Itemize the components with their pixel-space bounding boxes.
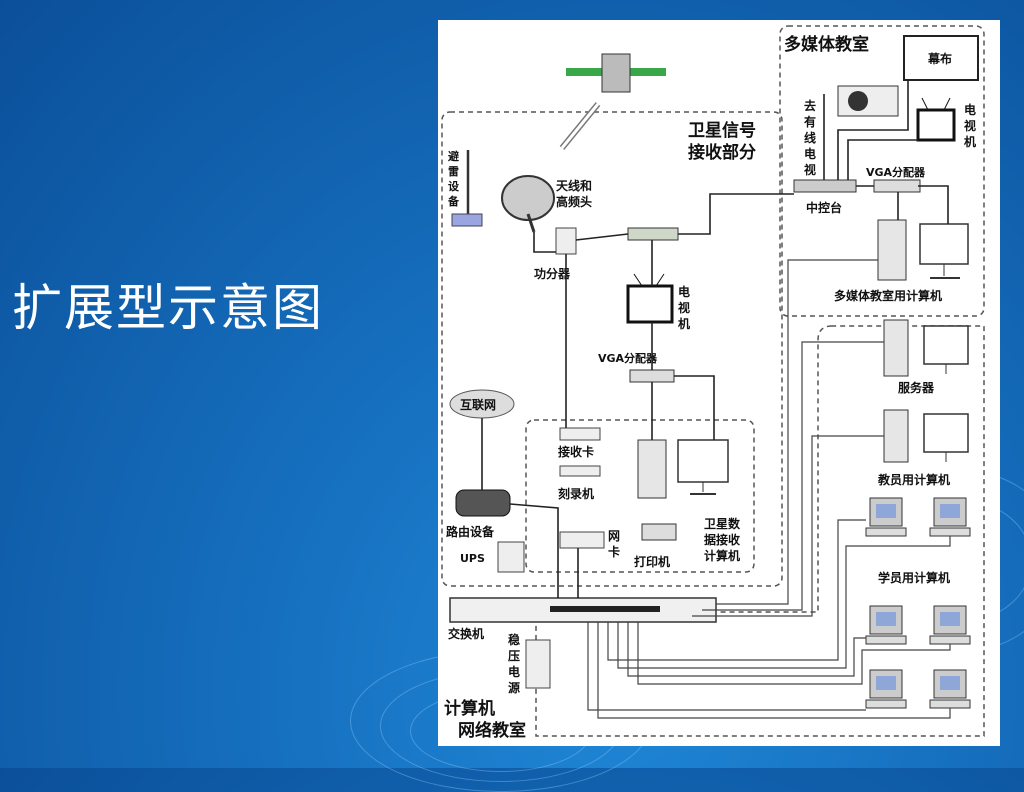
tv-top-char-1: 电: [964, 102, 976, 117]
sat-pc-label-1: 卫星数: [704, 516, 741, 531]
connection-lines: [481, 80, 951, 719]
satellite-receiver-icon: [627, 227, 679, 241]
nic-char-2: 卡: [608, 544, 620, 559]
lightning-rod-char-2: 雷: [448, 165, 459, 178]
server-label: 服务器: [898, 380, 935, 395]
router-icon: [455, 489, 511, 517]
projection-screen-icon: [903, 35, 979, 81]
voltage-stabilizer-icon: [525, 639, 551, 689]
network-switch-icon: [449, 597, 717, 623]
network-region-label-1: 计算机: [444, 698, 495, 719]
switch-label: 交换机: [448, 626, 484, 641]
student-pc-label: 学员用计算机: [878, 570, 950, 585]
satellite-region-label-1: 卫星信号: [688, 120, 756, 141]
dish-antenna-icon: [501, 175, 555, 233]
tv-mid-char-2: 视: [678, 300, 690, 315]
student-pc-icon: [929, 605, 971, 645]
cable-tv-char-2: 有: [804, 114, 816, 129]
cable-tv-char-5: 视: [804, 162, 816, 177]
stabilizer-char-1: 稳: [508, 632, 520, 647]
receiver-card-icon: [559, 427, 601, 441]
teacher-pc-tower-icon: [883, 409, 909, 463]
internet-label: 互联网: [460, 398, 496, 412]
printer-icon: [641, 523, 677, 541]
mm-pc-monitor-icon: [919, 223, 969, 279]
satellite-receiving-region: [441, 111, 783, 587]
lightning-rod-icon: [451, 150, 483, 227]
vga-mid-label: VGA分配器: [598, 351, 658, 365]
tv-mid-char-3: 机: [678, 316, 690, 331]
teacher-pc-label: 教员用计算机: [877, 472, 950, 487]
lightning-rod-char-1: 避: [448, 149, 460, 163]
cable-tv-char-4: 电: [804, 146, 816, 161]
satellite-icon: [566, 53, 666, 93]
tv-mid-char-1: 电: [678, 284, 690, 299]
tv-top-char-2: 视: [964, 118, 976, 133]
control-console-icon: [793, 179, 857, 193]
vga-top-icon: [873, 179, 921, 193]
server-monitor-icon: [923, 325, 969, 374]
ups-label: UPS: [460, 552, 485, 565]
stabilizer-char-4: 源: [508, 680, 520, 695]
lightning-rod-char-3: 设: [448, 179, 460, 193]
network-diagram-panel: 多媒体教室 卫星信号 接收部分 计算机 网络教室 避 雷 设 备 天线和 高频头…: [438, 20, 1000, 746]
projector-speaker-icon: [837, 85, 899, 117]
signal-arrow-icon: [559, 102, 601, 150]
vga-top-label: VGA分配器: [866, 165, 926, 179]
tv-top-icon: [916, 97, 956, 142]
nic-icon: [559, 531, 605, 549]
cable-tv-char-3: 线: [804, 130, 816, 145]
teacher-pc-monitor-icon: [923, 413, 969, 462]
burner-label: 刻录机: [558, 486, 594, 501]
burner-icon: [559, 465, 601, 477]
screen-label: 幕布: [927, 51, 952, 66]
student-pc-icon: [929, 497, 971, 537]
antenna-label-1: 天线和: [556, 178, 592, 193]
antenna-label-2: 高频头: [556, 194, 592, 209]
ups-icon: [497, 541, 525, 573]
mm-pc-tower-icon: [877, 219, 907, 281]
satellite-data-pc-region: [525, 419, 755, 573]
satellite-region-label-2: 接收部分: [688, 142, 756, 163]
cable-tv-char-1: 去: [804, 98, 816, 113]
mm-pc-label: 多媒体教室用计算机: [834, 288, 942, 303]
receiver-card-label: 接收卡: [558, 444, 594, 459]
multimedia-region-label: 多媒体教室: [784, 34, 869, 55]
network-region-label-2: 网络教室: [458, 720, 526, 741]
satellite-pc-monitor-icon: [677, 439, 729, 495]
satellite-pc-tower-icon: [637, 439, 667, 499]
sat-pc-label-2: 据接收: [704, 532, 740, 547]
nic-char-1: 网: [608, 529, 620, 543]
lightning-rod-char-4: 备: [447, 194, 460, 208]
splitter-icon: [555, 227, 577, 255]
vga-mid-icon: [629, 369, 675, 383]
slide-title: 扩展型示意图: [12, 279, 324, 337]
student-pc-icon: [865, 605, 907, 645]
printer-label: 打印机: [634, 554, 670, 569]
stabilizer-char-2: 压: [508, 649, 520, 663]
server-tower-icon: [883, 319, 909, 377]
student-pc-icon: [865, 497, 907, 537]
control-label: 中控台: [806, 200, 842, 215]
multimedia-classroom-region: [779, 25, 985, 317]
stabilizer-char-3: 电: [508, 664, 520, 679]
tv-icon: [626, 273, 674, 324]
student-pc-icon: [865, 669, 907, 709]
sat-pc-label-3: 计算机: [704, 548, 740, 563]
router-label: 路由设备: [446, 524, 495, 539]
student-pc-icon: [929, 669, 971, 709]
network-diagram: 多媒体教室 卫星信号 接收部分 计算机 网络教室 避 雷 设 备 天线和 高频头…: [441, 25, 985, 741]
splitter-label: 功分器: [534, 266, 571, 281]
tv-top-char-3: 机: [964, 134, 976, 149]
